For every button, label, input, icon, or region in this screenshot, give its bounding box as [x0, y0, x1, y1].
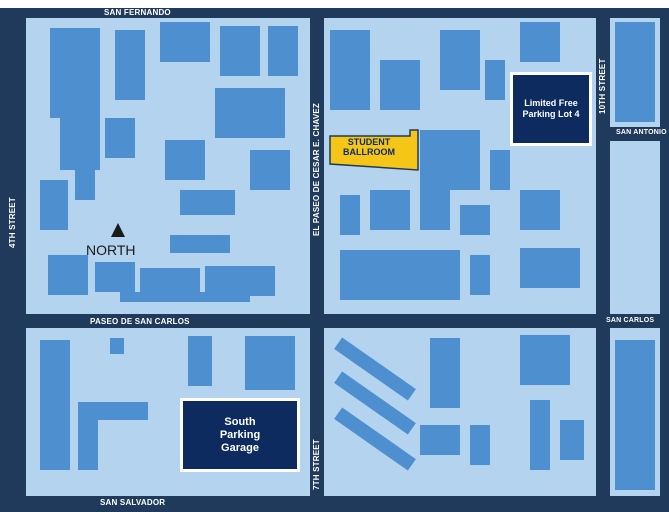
street-label-4th-street: 4TH STREET — [8, 197, 17, 248]
building — [470, 255, 490, 295]
road-4th-street — [0, 8, 26, 512]
building — [180, 190, 235, 215]
building — [40, 340, 70, 470]
building — [420, 130, 480, 190]
building — [330, 30, 370, 110]
building — [530, 400, 550, 470]
road-san-antonio — [600, 127, 669, 141]
north-label: NORTH — [86, 242, 136, 258]
building — [460, 205, 490, 235]
building — [340, 195, 360, 235]
building — [245, 336, 295, 390]
road-san-fernando — [0, 8, 669, 18]
building — [95, 262, 135, 292]
building — [165, 140, 205, 180]
building — [520, 248, 580, 288]
building — [520, 190, 560, 230]
north-arrow-icon — [111, 223, 125, 237]
block-ne-bottom — [610, 141, 660, 314]
building — [205, 266, 275, 296]
building — [340, 250, 460, 300]
building — [188, 336, 212, 386]
building — [115, 30, 145, 100]
building — [75, 160, 95, 200]
street-label-paseo-san-carlos: PASEO DE SAN CARLOS — [90, 317, 190, 326]
building — [370, 190, 410, 230]
building — [420, 425, 460, 455]
building — [470, 425, 490, 465]
building — [170, 235, 230, 253]
building — [560, 420, 584, 460]
building — [520, 22, 560, 62]
street-label-10th-street: 10TH STREET — [598, 58, 607, 114]
road-san-salvador — [0, 496, 669, 512]
street-label-san-antonio: SAN ANTONIO — [616, 129, 667, 136]
building — [78, 420, 98, 470]
south-parking-garage[interactable]: South Parking Garage — [180, 398, 300, 472]
building — [160, 22, 210, 62]
street-label-el-paseo: EL PASEO DE CESAR E. CHAVEZ — [312, 103, 321, 236]
building — [268, 26, 298, 76]
street-label-7th-street: 7TH STREET — [312, 439, 321, 490]
street-label-san-salvador: SAN SALVADOR — [100, 498, 166, 507]
building — [40, 180, 68, 230]
building — [140, 268, 200, 294]
street-label-san-fernando: SAN FERNANDO — [104, 8, 171, 17]
building — [220, 26, 260, 76]
road-10th-street — [596, 8, 610, 512]
building — [250, 150, 290, 190]
building — [380, 60, 420, 110]
building — [110, 338, 124, 354]
building — [430, 338, 460, 408]
street-label-san-carlos: SAN CARLOS — [606, 317, 655, 324]
building — [78, 402, 148, 420]
road-paseo-san-carlos — [0, 314, 669, 328]
building — [50, 28, 100, 118]
building — [615, 340, 655, 490]
building — [485, 60, 505, 100]
building — [105, 118, 135, 158]
building — [440, 30, 480, 90]
building — [615, 22, 655, 122]
building — [48, 255, 88, 295]
building — [520, 335, 570, 385]
road-el-paseo — [310, 8, 324, 512]
building — [120, 292, 250, 302]
building — [215, 88, 285, 138]
limited-free-parking-lot-4[interactable]: Limited Free Parking Lot 4 — [510, 72, 592, 146]
building — [490, 150, 510, 190]
road-right-edge — [660, 8, 669, 512]
student-ballroom-marker[interactable] — [328, 128, 420, 172]
building — [420, 190, 450, 230]
student-ballroom-label: STUDENT BALLROOM — [343, 137, 395, 157]
